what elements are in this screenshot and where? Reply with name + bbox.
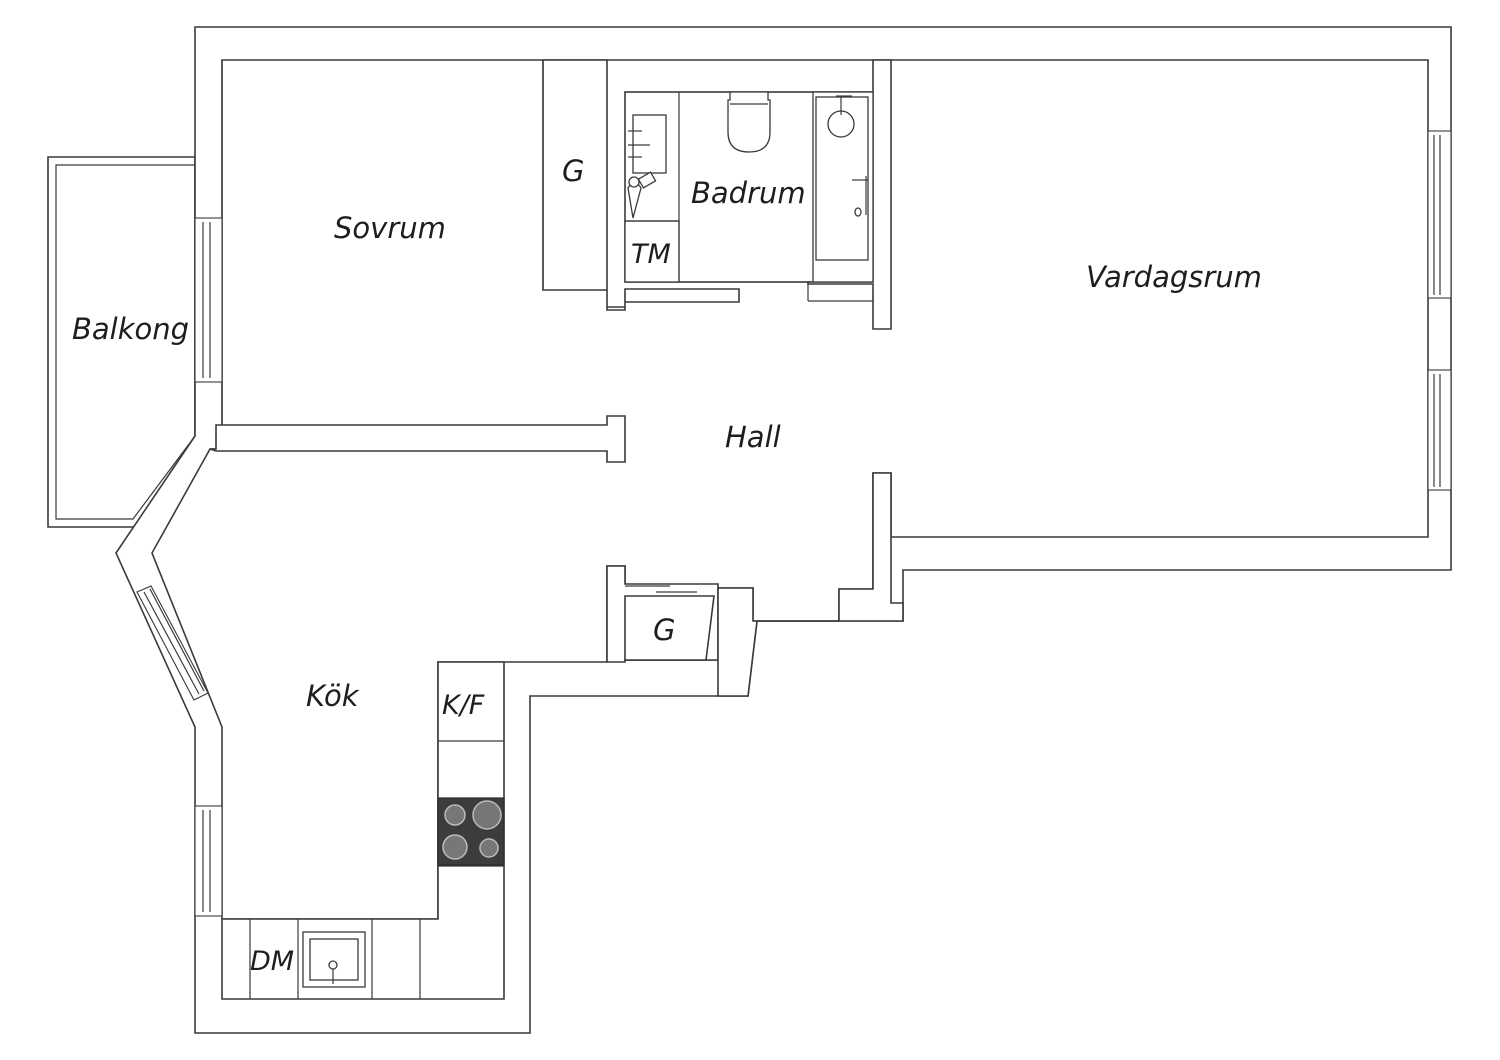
- label-sovrum: Sovrum: [334, 211, 446, 245]
- label-badrum: Badrum: [691, 176, 806, 210]
- windows: [136, 130, 1452, 917]
- interior-walls: [209, 59, 904, 1000]
- label-garderob-2: G: [653, 613, 675, 647]
- label-hall: Hall: [725, 420, 781, 454]
- label-vardagsrum: Vardagsrum: [1086, 260, 1262, 294]
- label-garderob-1: G: [562, 154, 584, 188]
- label-kyl-frys: K/F: [442, 690, 485, 721]
- label-balkong: Balkong: [72, 312, 189, 346]
- room-labels: Balkong Sovrum G Badrum TM Vardagsrum Ha…: [72, 154, 1262, 977]
- label-tvattmaskin: TM: [631, 239, 671, 270]
- label-diskmaskin: DM: [250, 946, 294, 977]
- label-kok: Kök: [306, 679, 360, 713]
